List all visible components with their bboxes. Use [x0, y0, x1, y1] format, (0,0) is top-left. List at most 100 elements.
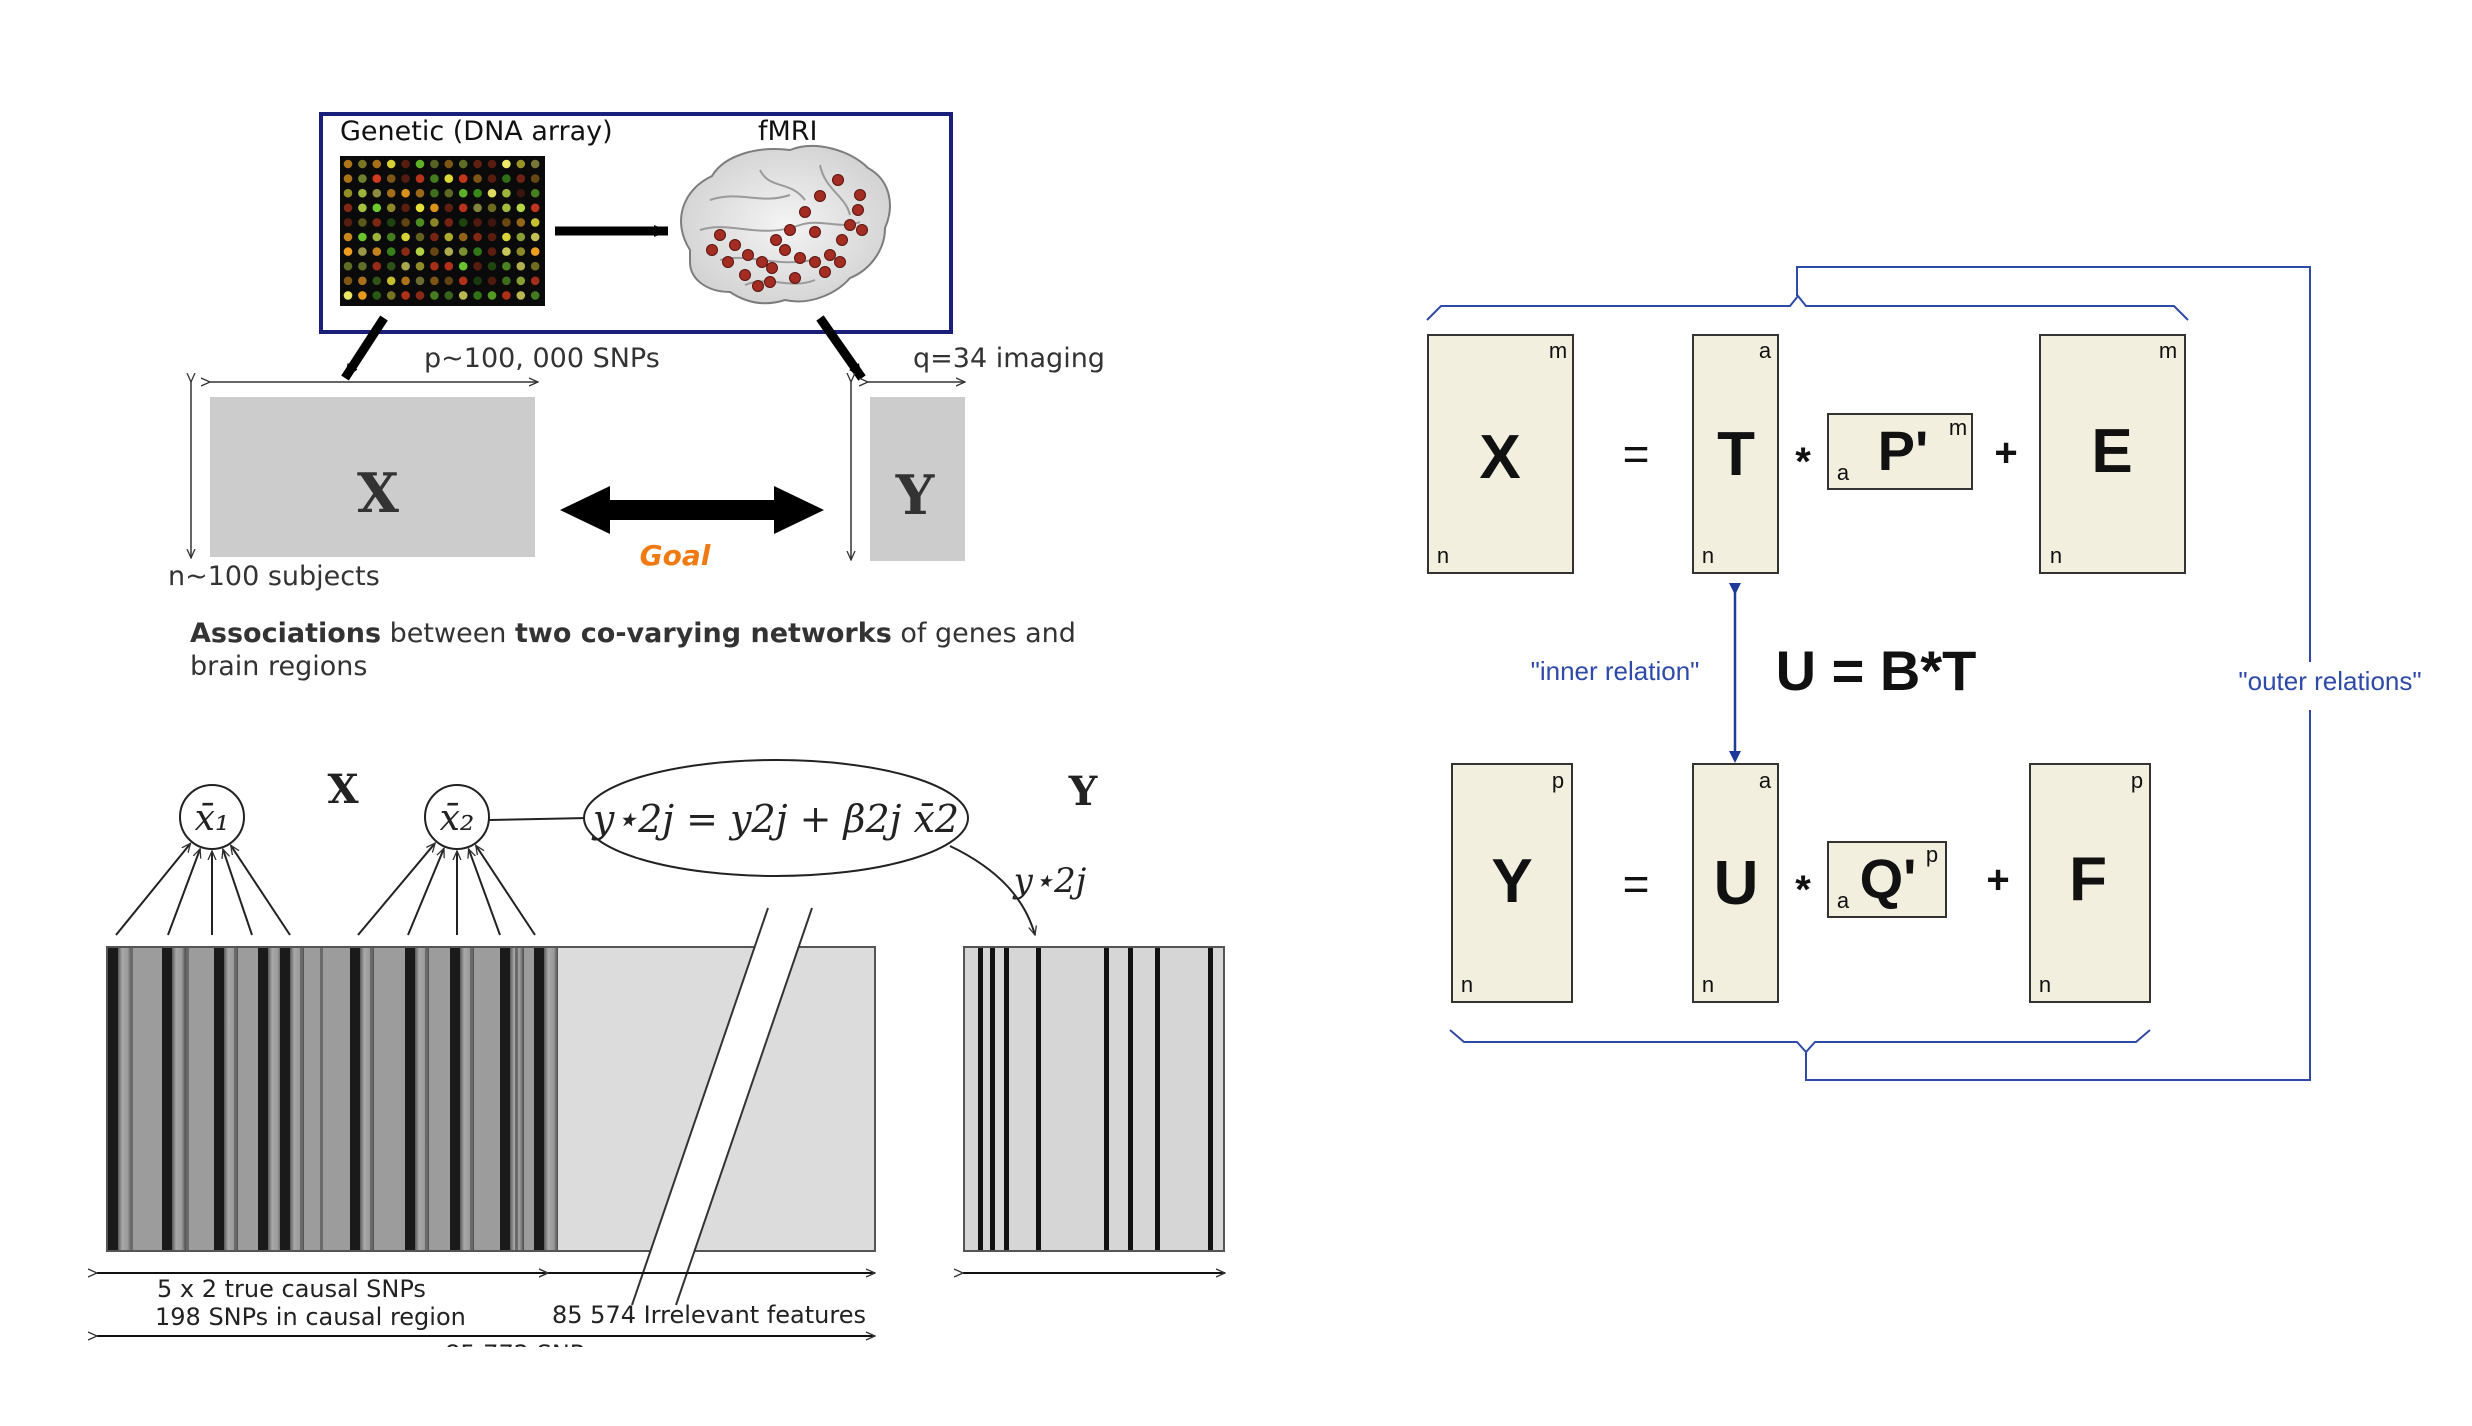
microarray-spot — [458, 232, 468, 242]
inner-relation-label: "inner relation" — [1531, 656, 1700, 686]
equation-to-ystar-arrow — [949, 845, 1035, 935]
matrix-p: P' m a — [1827, 413, 1973, 490]
microarray-spot — [502, 247, 511, 256]
microarray-spot — [458, 261, 468, 271]
equals-top: = — [1623, 428, 1650, 480]
times-top: * — [1795, 440, 1811, 484]
microarray-spot — [516, 291, 526, 300]
brain-activation-spot — [814, 190, 826, 202]
microarray-spot — [430, 159, 439, 169]
microarray-spot — [487, 291, 497, 300]
causal-arrow — [357, 843, 435, 936]
brain-activation-spot — [856, 224, 868, 236]
microarray-spot — [386, 261, 396, 271]
snps-label: p~100, 000 SNPs — [424, 343, 660, 374]
y-feature-bands — [978, 948, 1213, 1250]
simulated-y-matrix — [963, 946, 1225, 1252]
matrix-y-rows: n — [1461, 972, 1473, 997]
microarray-spot — [401, 218, 410, 227]
microarray-spot — [430, 203, 439, 213]
x-matrix-label: X — [357, 461, 399, 525]
microarray-spot — [458, 247, 468, 256]
microarray-spot — [516, 159, 526, 169]
brain-activation-spot — [789, 272, 801, 284]
microarray-spot — [516, 276, 526, 286]
brain-image — [680, 145, 891, 305]
matrix-q-name: Q' — [1860, 847, 1917, 910]
causal-snp-band — [450, 948, 460, 1250]
matrix-q-rows: a — [1837, 888, 1850, 913]
microarray-spot — [516, 232, 526, 242]
genetic-to-x-arrow — [341, 315, 388, 381]
causal-snp-band — [280, 948, 290, 1250]
top-brace — [1426, 294, 2189, 321]
microarray-spot — [430, 276, 439, 286]
brain-activation-spot — [714, 229, 726, 241]
microarray-spot — [372, 203, 382, 213]
microarray-spot — [473, 188, 482, 198]
causal-arrow — [476, 845, 536, 936]
microarray-spot — [358, 188, 367, 198]
bottom-brace — [1449, 1029, 2151, 1054]
matrix-f: F p n — [2029, 763, 2151, 1003]
matrix-t-rows: n — [1702, 543, 1714, 568]
fmri-label: fMRI — [758, 116, 818, 147]
y-feature-band — [1208, 948, 1213, 1250]
causal-snp-line — [186, 948, 189, 1250]
microarray-spot — [516, 174, 526, 183]
microarray-spot — [458, 291, 468, 300]
matrix-y: Y p n — [1451, 763, 1573, 1003]
matrix-e-name: E — [2091, 417, 2132, 486]
microarray-spot — [372, 276, 382, 286]
plus-top: + — [1994, 431, 2017, 475]
microarray-spot — [386, 159, 396, 169]
brain-activation-spot — [852, 204, 864, 216]
causal-snp-line — [425, 948, 428, 1250]
microarray-spot — [372, 291, 382, 300]
matrix-break-edge-2 — [675, 907, 813, 1306]
microarray-spot — [502, 218, 511, 227]
microarray-spot — [458, 276, 468, 286]
genetics-imaging-panel: Genetic (DNA array) fMRI p~100, 000 SNPs… — [168, 112, 1105, 682]
microarray-spot — [415, 247, 425, 256]
microarray-spot — [530, 174, 540, 183]
y-feature-band — [1104, 948, 1109, 1250]
microarray-spot — [458, 174, 468, 183]
latent-node-1 — [179, 784, 245, 850]
causal-arrow — [407, 848, 445, 936]
microarray-spot — [473, 247, 482, 256]
microarray-spot — [386, 218, 396, 227]
ystar-label: y⋆2j — [1012, 861, 1087, 901]
microarray-spot — [502, 291, 511, 300]
microarray-spot — [473, 159, 482, 169]
microarray-spot — [487, 247, 497, 256]
goal-label: Goal — [640, 539, 711, 572]
microarray-spot — [444, 232, 454, 242]
causal-snp-band — [162, 948, 172, 1250]
causal-snp-shade — [118, 948, 132, 1250]
microarray-spot — [430, 291, 439, 300]
microarray-spot — [343, 291, 353, 300]
causal-arrows — [115, 843, 536, 936]
causal-snp-band — [405, 948, 415, 1250]
brain-activation-spot — [722, 256, 734, 268]
microarray-spot — [516, 188, 526, 198]
microarray-spot — [386, 291, 396, 300]
caption-line1: Associations between two co-varying netw… — [190, 618, 1076, 649]
brain-activation-spot — [854, 189, 866, 201]
causal-snp-line — [515, 948, 518, 1250]
microarray-spot — [444, 261, 454, 271]
matrix-e: E m n — [2039, 334, 2186, 574]
microarray-spot — [530, 261, 540, 271]
matrix-t-cols: a — [1759, 338, 1772, 363]
irrelevant-label: 85 574 Irrelevant features — [552, 1301, 866, 1329]
inner-equation: U = B*T — [1776, 639, 1977, 702]
microarray-spot — [401, 261, 410, 271]
microarray-spot — [458, 159, 468, 169]
causal-snp-line — [370, 948, 373, 1250]
causal-snp-bands — [108, 948, 558, 1250]
matrix-p-cols: m — [1949, 415, 1967, 440]
microarray-spot — [430, 232, 439, 242]
matrix-e-cols: m — [2159, 338, 2177, 363]
